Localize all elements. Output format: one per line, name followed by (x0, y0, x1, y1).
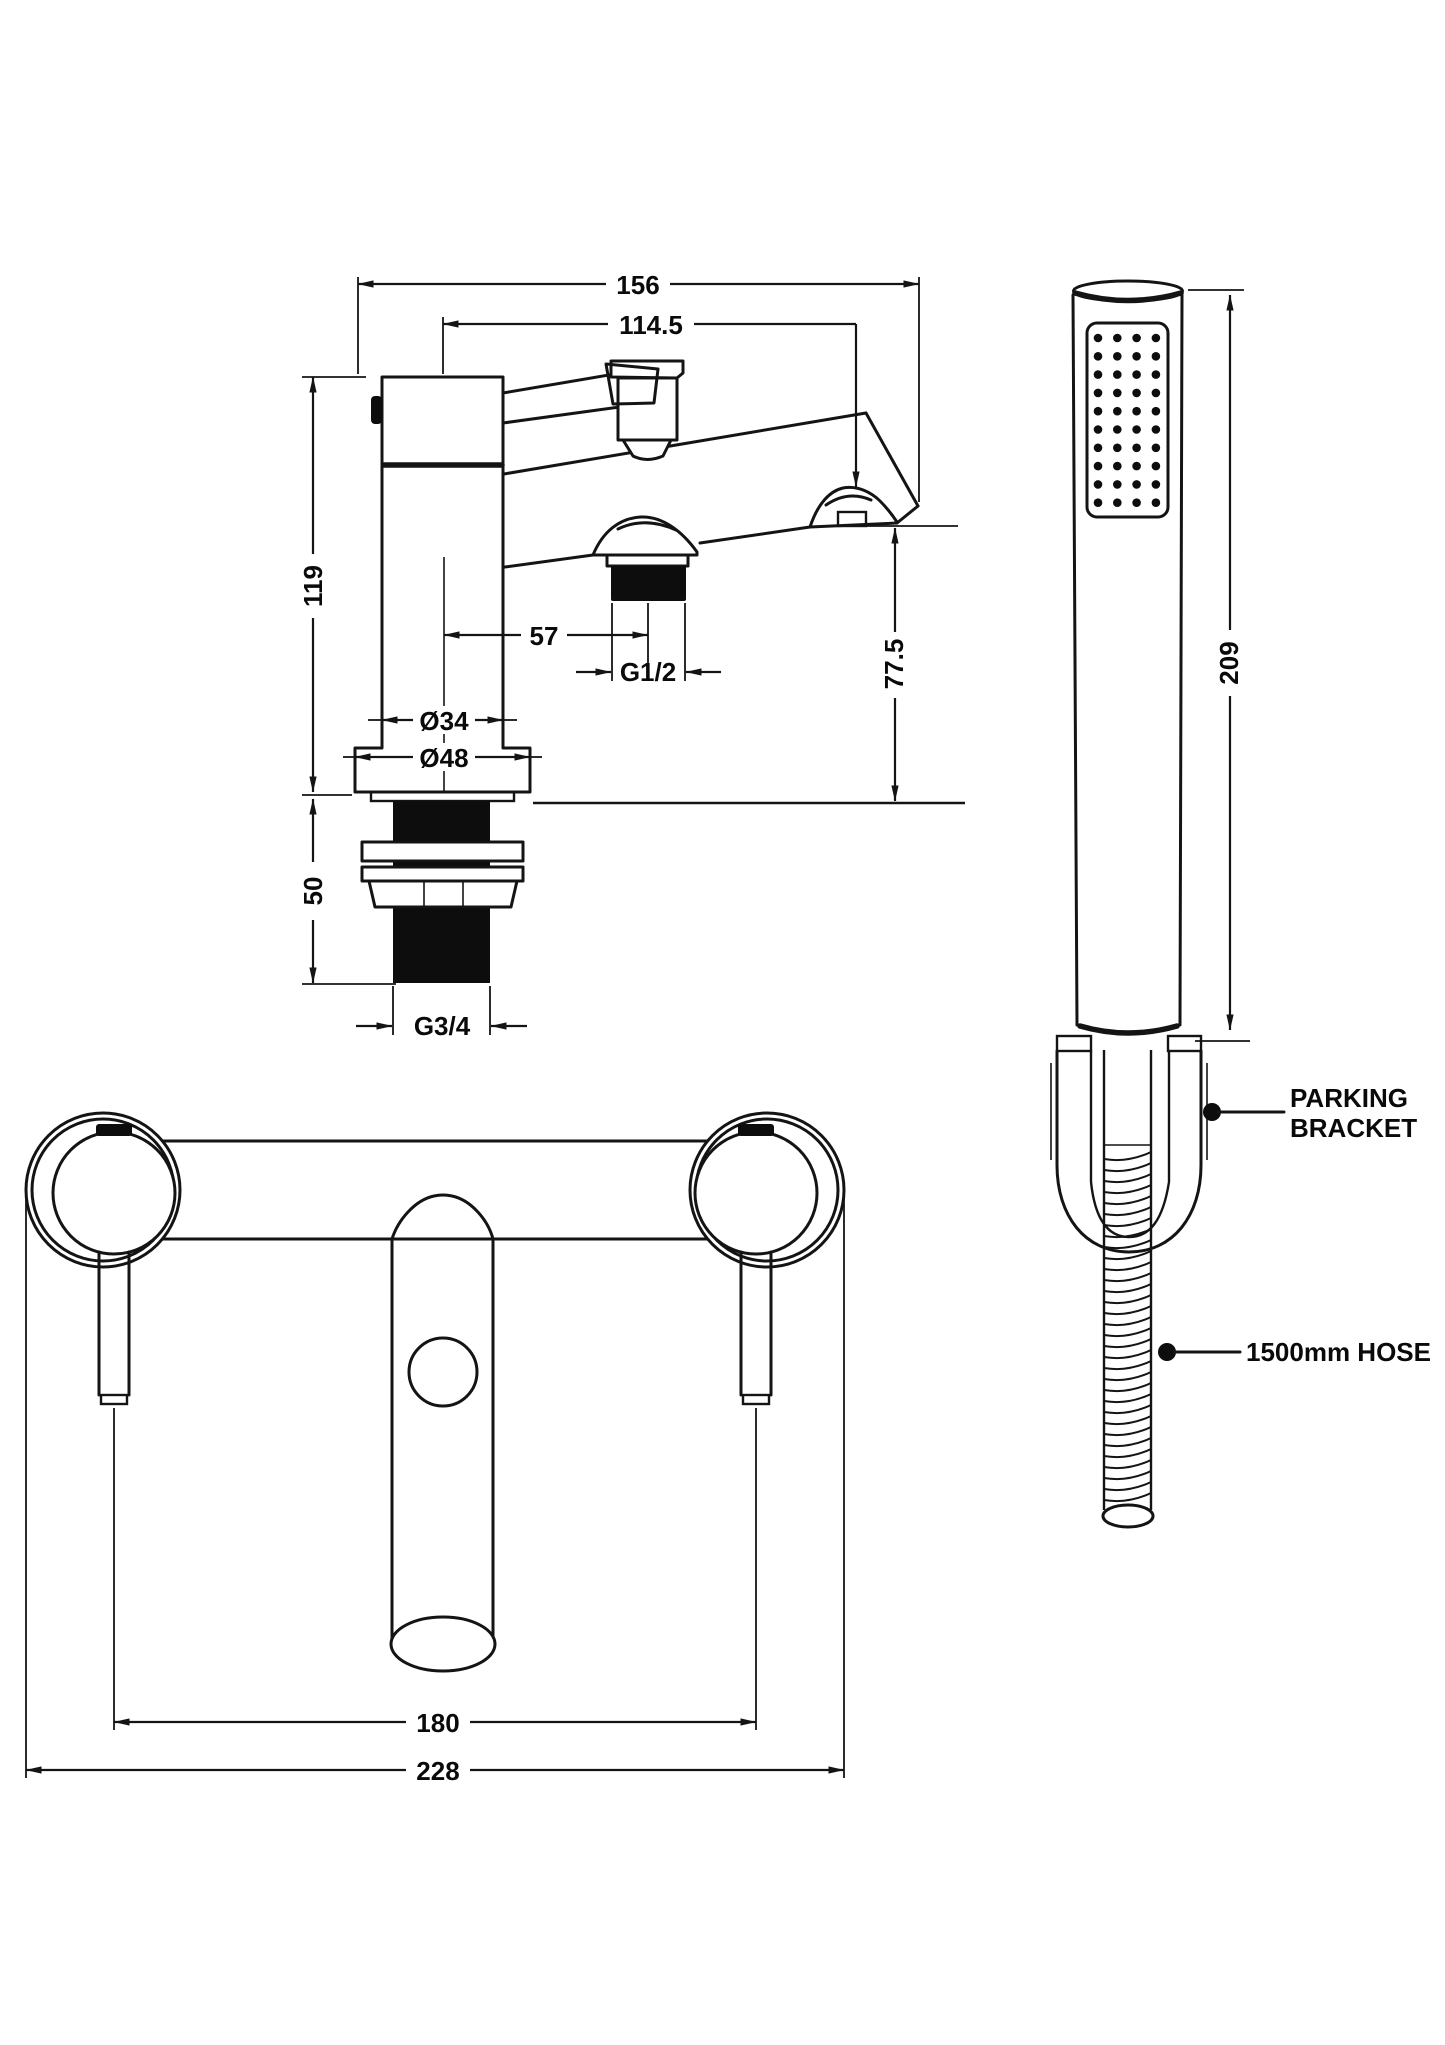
shower-view: 209 PARKING BRACKET 1500mm HOSE (1050, 279, 1431, 1529)
lever-right (739, 1250, 773, 1406)
dim-209-label: 209 (1214, 641, 1244, 684)
dim-180-label: 180 (416, 1708, 459, 1738)
locknut-washer-2 (360, 865, 525, 883)
callout-dot (1203, 1103, 1221, 1121)
handle-index-tab (96, 1124, 132, 1136)
dim-77-5-label: 77.5 (879, 639, 909, 690)
lever-left (97, 1250, 131, 1406)
dim-119: 119 (297, 376, 366, 796)
dim-d48-label: Ø48 (419, 743, 468, 773)
dim-g12-label: G1/2 (620, 657, 676, 687)
dim-d34-label: Ø34 (419, 706, 469, 736)
side-view: 156 114.5 119 50 57 (297, 270, 965, 1041)
shower-hose (1101, 1050, 1155, 1529)
diverter-knob (808, 485, 899, 529)
locknut-washer-1 (360, 840, 525, 863)
dim-57: 57 (443, 603, 649, 680)
dim-g34-label: G3/4 (414, 1011, 471, 1041)
dim-228-label: 228 (416, 1756, 459, 1786)
mounting-shank (360, 790, 525, 983)
parking-bracket-label-1: PARKING (1290, 1083, 1408, 1113)
callout-dot (1158, 1343, 1176, 1361)
spout-mouth (389, 1615, 497, 1673)
handset (1071, 279, 1184, 1036)
dim-50: 50 (298, 798, 396, 985)
hose-callout: 1500mm HOSE (1158, 1337, 1431, 1367)
hose-label: 1500mm HOSE (1246, 1337, 1431, 1367)
dim-228: 228 (25, 1198, 845, 1786)
dim-77-5: 77.5 (860, 525, 958, 802)
control-lever (501, 359, 685, 461)
escutcheon-right (688, 1111, 846, 1269)
front-view: 180 228 (24, 1111, 846, 1786)
parking-bracket (1050, 1034, 1208, 1254)
dim-57-label: 57 (530, 621, 559, 651)
diverter-front (407, 1336, 479, 1408)
hex-nut (367, 879, 519, 909)
parking-bracket-label-2: BRACKET (1290, 1113, 1417, 1143)
dim-d34: Ø34 (368, 706, 517, 736)
spout (502, 411, 920, 569)
dim-114-5-label: 114.5 (619, 310, 683, 340)
outlet-thread-g12 (611, 566, 686, 601)
mixer-body (353, 375, 532, 794)
spray-face (1085, 321, 1170, 519)
body-side-screw (371, 396, 382, 424)
spout-front (389, 1193, 497, 1673)
dim-119-label: 119 (298, 565, 328, 607)
dim-g12: G1/2 (576, 603, 721, 687)
hose-outlet (591, 515, 699, 601)
dim-209: 209 (1188, 289, 1250, 1042)
escutcheon-left (24, 1111, 182, 1269)
dim-180: 180 (113, 1408, 757, 1738)
spray-dots (1093, 333, 1161, 508)
dim-156-label: 156 (616, 270, 659, 300)
handle-index-tab (738, 1124, 774, 1136)
dim-d48: Ø48 (343, 743, 542, 773)
dim-g34: G3/4 (356, 986, 527, 1041)
dim-50-label: 50 (298, 877, 328, 906)
parking-bracket-callout: PARKING BRACKET (1203, 1083, 1417, 1143)
dim-114-5: 114.5 (442, 310, 860, 488)
dim-156: 156 (357, 270, 920, 502)
hose-ribs (1103, 1151, 1152, 1503)
